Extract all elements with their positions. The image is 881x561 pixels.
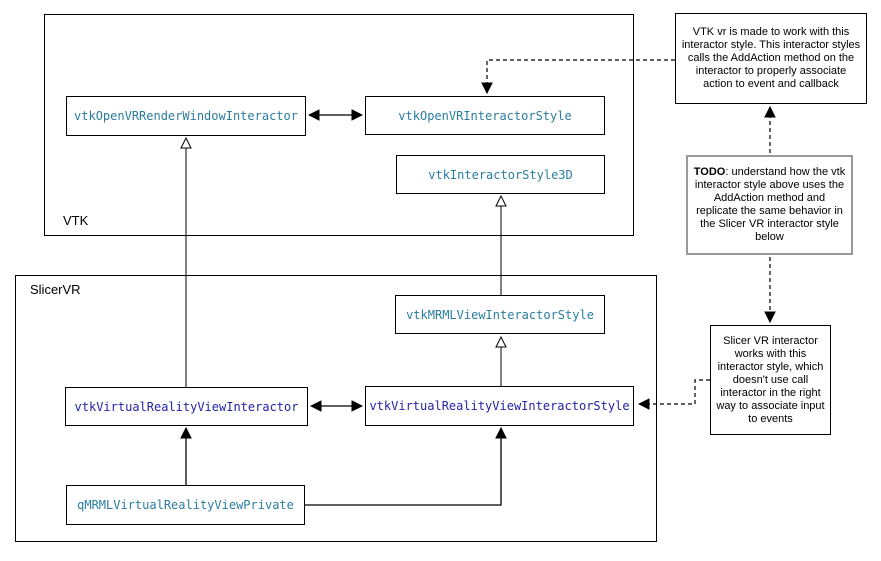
class-node-vtkinteractorstyle3d: vtkInteractorStyle3D: [396, 155, 605, 194]
note-todo-text: TODO: understand how the vtk interactor …: [692, 166, 847, 244]
class-node-vtkopenvrinteractorstyle: vtkOpenVRInteractorStyle: [365, 96, 605, 135]
note-vtk-vr-interactor-style: VTK vr is made to work with this interac…: [675, 13, 867, 104]
class-node-vtkmrmlviewinteractorstyle: vtkMRMLViewInteractorStyle: [395, 295, 605, 334]
arrow-qmrml-to-vr-style: [305, 428, 501, 506]
group-box-slicervr: SlicerVR: [15, 275, 657, 542]
note-todo-bold-prefix: TODO: [693, 166, 726, 178]
class-node-vtkopenvrrenderwindowinteractor: vtkOpenVRRenderWindowInteractor: [66, 96, 306, 136]
class-node-vtkvirtualrealityviewinteractor: vtkVirtualRealityViewInteractor: [65, 387, 308, 426]
dashed-slicer-note-to-vr-style: [639, 379, 710, 404]
note-vtk-vr-text: VTK vr is made to work with this interac…: [681, 26, 861, 90]
note-slicer-text: Slicer VR interactor works with this int…: [716, 334, 825, 425]
group-box-vtk: VTK: [44, 14, 634, 236]
dashed-note-to-openvr-style: [487, 59, 675, 93]
note-todo-body: : understand how the vtk interactor styl…: [694, 166, 846, 243]
group-label-slicervr: SlicerVR: [30, 282, 81, 297]
note-slicer-vr-interactor: Slicer VR interactor works with this int…: [710, 325, 831, 435]
note-todo: TODO: understand how the vtk interactor …: [686, 155, 853, 255]
class-node-qmrmlvirtualrealityviewprivate: qMRMLVirtualRealityViewPrivate: [66, 485, 305, 525]
group-label-vtk: VTK: [63, 213, 89, 228]
class-node-vtkvirtualrealityviewinteractorstyle: vtkVirtualRealityViewInteractorStyle: [365, 386, 634, 426]
